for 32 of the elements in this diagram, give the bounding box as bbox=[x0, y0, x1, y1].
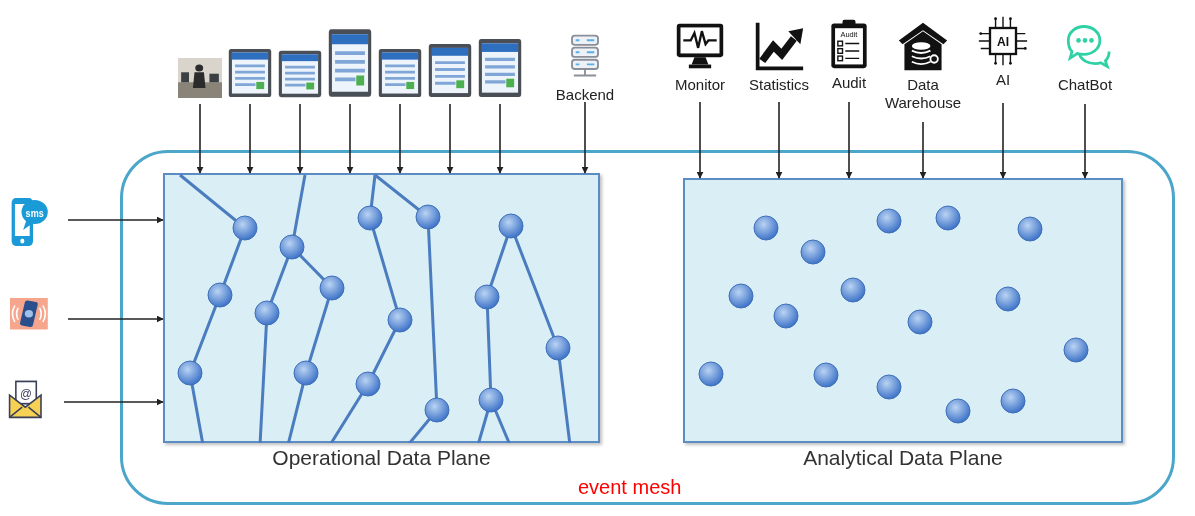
arrow bbox=[346, 103, 354, 174]
arrow bbox=[919, 121, 927, 179]
arrow bbox=[67, 216, 164, 224]
arrow bbox=[246, 103, 254, 174]
arrow bbox=[296, 103, 304, 174]
arrow bbox=[496, 103, 504, 174]
icon-caption: Data Warehouse bbox=[884, 76, 962, 112]
arrow bbox=[999, 102, 1007, 179]
icon-caption: ChatBot bbox=[1056, 76, 1114, 94]
icon-label: @ bbox=[20, 386, 33, 401]
arrow bbox=[845, 101, 853, 179]
arrow bbox=[446, 103, 454, 174]
arrow bbox=[196, 103, 204, 174]
plane-title: Operational Data Plane bbox=[271, 445, 492, 471]
arrow bbox=[1081, 103, 1089, 179]
icon-caption: Audit bbox=[830, 74, 868, 92]
icon-label: Audit bbox=[840, 29, 858, 39]
plane-title: Analytical Data Plane bbox=[802, 445, 1004, 471]
icon-label: AI bbox=[996, 34, 1010, 49]
mesh-container bbox=[120, 150, 1175, 505]
arrow bbox=[396, 103, 404, 174]
icon-label: sms bbox=[25, 207, 44, 220]
icon-caption: Monitor bbox=[674, 76, 726, 94]
arrow bbox=[581, 101, 589, 174]
arrow bbox=[67, 315, 164, 323]
arrow bbox=[696, 101, 704, 179]
icon-caption: AI bbox=[994, 71, 1012, 89]
icon-caption: Statistics bbox=[748, 76, 810, 94]
icon-caption: Backend bbox=[554, 86, 616, 104]
mesh-title: event mesh bbox=[578, 475, 682, 499]
arrow bbox=[775, 101, 783, 179]
arrow bbox=[63, 398, 164, 406]
